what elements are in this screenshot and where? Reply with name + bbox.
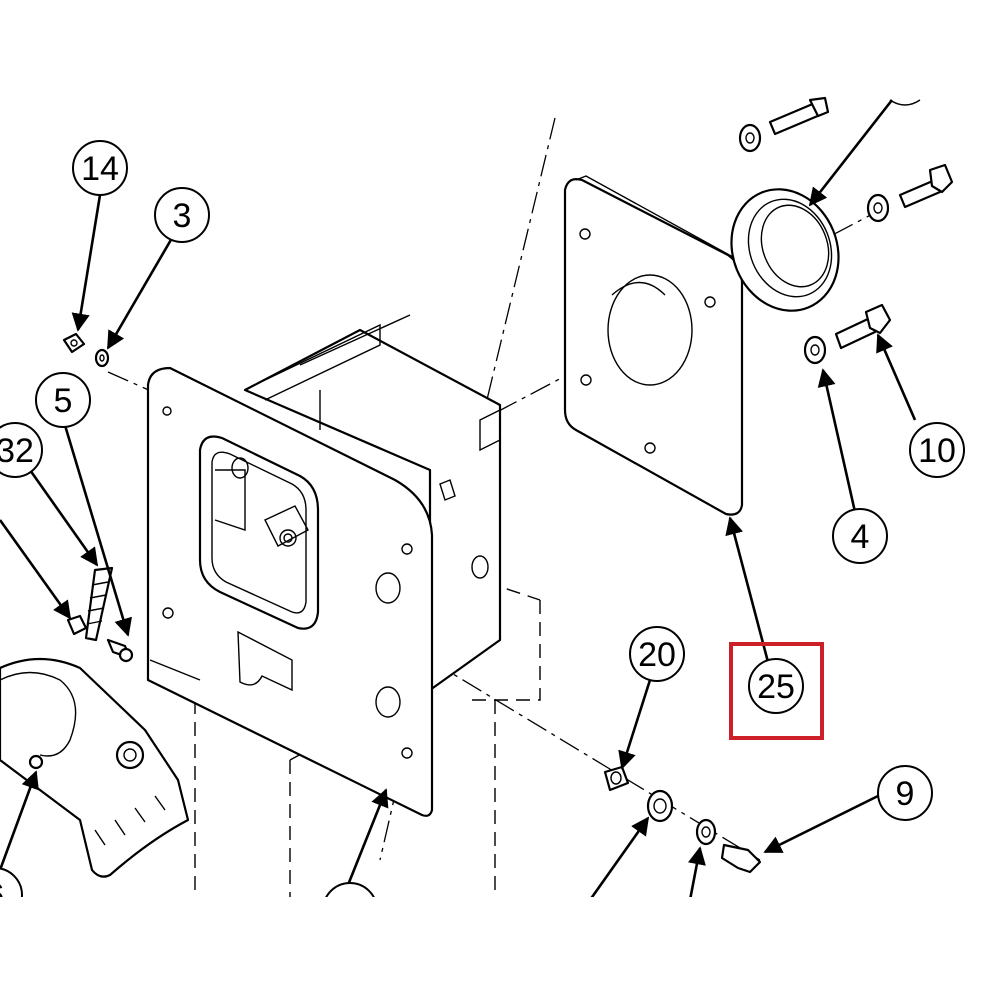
hardware-lower bbox=[603, 765, 762, 874]
flange-plate bbox=[563, 175, 744, 516]
callout-25-highlight-box bbox=[729, 642, 824, 740]
callout-9-label: 9 bbox=[896, 775, 915, 813]
bottom-crop bbox=[0, 897, 1000, 1000]
callout-4-label: 4 bbox=[851, 518, 870, 556]
callout-14-label: 14 bbox=[81, 150, 119, 188]
callout-4: 4 bbox=[832, 508, 888, 564]
callout-3-label: 3 bbox=[173, 197, 192, 235]
callout-5: 5 bbox=[35, 372, 91, 428]
housing-box bbox=[243, 314, 502, 692]
callout-20-label: 20 bbox=[638, 636, 676, 674]
front-plate bbox=[146, 366, 434, 817]
callout-10-label: 10 bbox=[918, 432, 956, 470]
callout-32-label: 32 bbox=[0, 432, 34, 470]
seal-ring bbox=[730, 188, 840, 312]
callout-3: 3 bbox=[154, 187, 210, 243]
bracket-plate bbox=[0, 657, 190, 878]
callout-25-label: 25 bbox=[757, 668, 795, 706]
callout-5-label: 5 bbox=[54, 382, 73, 420]
callout-25: 25 bbox=[729, 642, 824, 740]
callout-20: 20 bbox=[629, 626, 685, 682]
callout-9: 9 bbox=[877, 765, 933, 821]
hardware-left bbox=[62, 332, 134, 663]
callout-10: 10 bbox=[909, 422, 965, 478]
hardware-upper bbox=[738, 96, 954, 365]
callout-32: 32 bbox=[0, 422, 43, 478]
leader-lines bbox=[0, 99, 917, 901]
callout-14: 14 bbox=[72, 140, 128, 196]
callout-6-label: 6 bbox=[0, 877, 4, 915]
